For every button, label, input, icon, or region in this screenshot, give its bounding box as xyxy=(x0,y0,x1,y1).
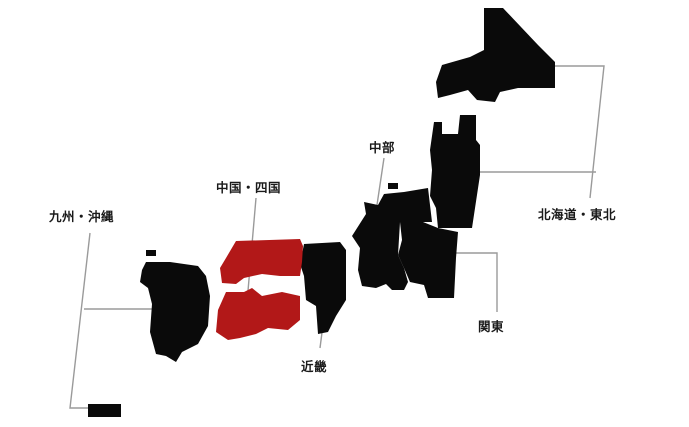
kyushu-shape xyxy=(140,262,210,362)
label-kinki[interactable]: 近畿 xyxy=(301,359,327,374)
region-hokkaido-tohoku[interactable] xyxy=(430,8,555,228)
region-labels: 九州・沖縄 中国・四国 中部 近畿 関東 北海道・東北 xyxy=(48,140,616,374)
region-chugoku-shikoku[interactable] xyxy=(216,239,303,340)
region-kanto[interactable] xyxy=(398,220,458,298)
okinawa-shape xyxy=(88,404,121,417)
region-kyushu-okinawa[interactable] xyxy=(88,250,210,417)
leader-lines xyxy=(69,65,605,409)
chubu-shape xyxy=(352,188,432,290)
hokkaido-shape xyxy=(436,8,555,102)
shikoku-shape xyxy=(216,288,300,340)
region-kinki[interactable] xyxy=(300,242,346,334)
kanto-shape xyxy=(398,220,458,298)
region-chubu[interactable] xyxy=(352,183,432,290)
label-chugoku-shikoku[interactable]: 中国・四国 xyxy=(216,180,281,195)
label-hokkaido-tohoku[interactable]: 北海道・東北 xyxy=(538,207,616,222)
sado-island-shape xyxy=(388,183,398,189)
kinki-shape xyxy=(300,242,346,334)
tohoku-shape xyxy=(430,115,480,228)
leader-kyushu-okinawa xyxy=(69,232,91,409)
label-kanto[interactable]: 関東 xyxy=(478,319,504,334)
label-chubu[interactable]: 中部 xyxy=(369,140,395,155)
chugoku-shape xyxy=(220,239,303,284)
tsushima-island-shape xyxy=(146,250,156,256)
label-kyushu-okinawa[interactable]: 九州・沖縄 xyxy=(48,209,114,224)
